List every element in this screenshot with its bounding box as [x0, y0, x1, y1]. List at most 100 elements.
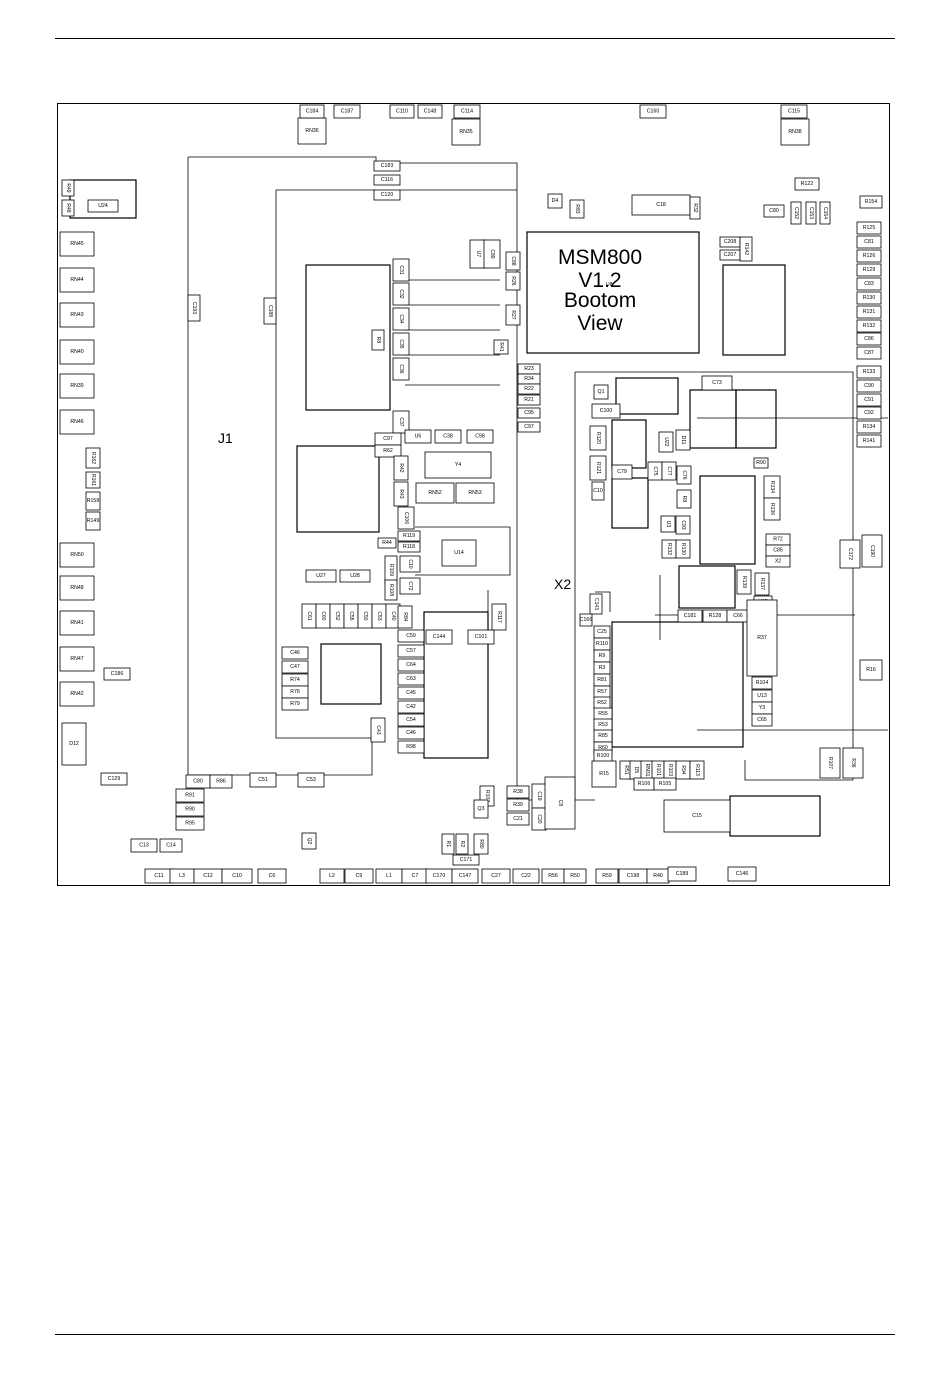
- component-label: U24: [98, 203, 108, 209]
- component-r50: R50: [563, 868, 587, 884]
- component-c13: C13: [130, 838, 158, 853]
- component-label: RN53: [468, 490, 481, 496]
- component-r105: R105: [653, 777, 677, 791]
- component-c172: C172: [839, 539, 861, 569]
- component-label: C77: [666, 466, 672, 475]
- component-label: Q3: [478, 806, 485, 812]
- component-r141: R141: [856, 434, 882, 448]
- component-r52: R52: [593, 696, 611, 710]
- component-label: R132: [666, 543, 672, 555]
- component-label: D4: [552, 198, 559, 204]
- component-label: R3: [599, 665, 606, 671]
- x2-inner: [595, 591, 611, 612]
- component-label: C170: [433, 873, 446, 879]
- component-label: RN39: [70, 383, 83, 389]
- x2-outline: [575, 371, 854, 780]
- component-label: R106: [638, 781, 651, 787]
- component-r118: R118: [397, 541, 421, 553]
- component-label: R110: [596, 641, 608, 647]
- component-c53: C53: [297, 772, 325, 788]
- component-r34: R34: [517, 373, 541, 385]
- component-r9: R9: [593, 649, 611, 663]
- component-r133: R133: [856, 365, 882, 379]
- component-label: C80: [769, 208, 779, 214]
- component-label: C85: [773, 548, 783, 554]
- component-c93: C93: [675, 515, 691, 535]
- component-r134: R134: [763, 475, 781, 499]
- component-label: Q1: [598, 389, 605, 395]
- component-c183: C183: [373, 160, 401, 172]
- component-c27: C27: [481, 868, 511, 884]
- component-q2: Q2: [301, 832, 317, 850]
- component-label: R72: [773, 537, 783, 543]
- component-label: C143: [593, 598, 599, 610]
- component-c91: C91: [856, 393, 882, 407]
- component-l1: L1: [375, 868, 403, 884]
- component-r8: R8: [371, 329, 385, 351]
- component-c42: C42: [397, 700, 425, 714]
- top-rule: [55, 38, 895, 39]
- component-label: R44: [382, 540, 392, 546]
- component-label: C183: [381, 163, 394, 169]
- title-line-3: Bootom View: [563, 289, 637, 335]
- component-label: C166: [580, 617, 593, 623]
- component-c143: C143: [589, 593, 603, 615]
- component-label: C32: [398, 289, 404, 298]
- component-label: R126: [863, 253, 876, 259]
- component-l2: L2: [319, 868, 345, 884]
- component-c10: C10: [221, 868, 253, 884]
- component-c110: C110: [389, 104, 415, 119]
- component-label: C89: [489, 249, 495, 258]
- component-label: C8: [557, 800, 563, 807]
- component-label: C90: [864, 383, 874, 389]
- component-label: U3: [665, 521, 671, 528]
- component-label: RN44: [70, 277, 83, 283]
- component-label: R133: [863, 369, 876, 375]
- component-r101: R101: [651, 760, 665, 780]
- component-u28: U28: [339, 569, 371, 583]
- component-label: C63: [406, 676, 416, 682]
- component-c193: C193: [187, 294, 201, 322]
- component-label: U14: [454, 550, 464, 556]
- chip-c24-outline: [729, 795, 821, 837]
- component-label: D5: [633, 767, 639, 774]
- component-rn35: RN35: [451, 118, 481, 146]
- component-c20: C20: [531, 807, 547, 831]
- component-label: C116: [381, 177, 393, 183]
- component-label: C73: [712, 380, 722, 386]
- component-label: R27: [510, 310, 516, 319]
- component-label: C146: [736, 871, 749, 877]
- component-r117: R117: [491, 603, 507, 631]
- component-c90: C90: [856, 379, 882, 393]
- component-r94: R94: [675, 760, 691, 780]
- component-r134: R134: [856, 420, 882, 434]
- component-label: R76: [290, 689, 300, 695]
- component-r137: R137: [754, 572, 770, 596]
- component-r136: R136: [763, 497, 781, 521]
- chip-u3: [611, 477, 649, 529]
- component-r80: R80: [473, 833, 489, 855]
- component-label: L1: [386, 873, 392, 879]
- component-label: C120: [381, 192, 394, 198]
- component-label: C37: [398, 417, 404, 426]
- component-c46: C46: [281, 646, 309, 660]
- board-title: MSM800 V1.2 Bootom View: [540, 246, 660, 335]
- component-label: C55: [348, 611, 354, 620]
- component-r49: R49: [61, 179, 75, 197]
- component-c114: C114: [453, 104, 481, 119]
- component-label: R57: [597, 689, 607, 695]
- component-c208: C208: [719, 236, 741, 248]
- component-c31: C31: [392, 258, 410, 282]
- component-c63: C63: [397, 672, 425, 686]
- component-label: C187: [341, 109, 354, 115]
- component-label: R1: [445, 841, 451, 848]
- connector-x2-label: X2: [554, 576, 572, 592]
- component-label: C154: [822, 207, 828, 219]
- component-label: C59: [406, 633, 416, 639]
- bottom-rule: [55, 1334, 895, 1335]
- component-c12: C12: [193, 868, 223, 884]
- component-label: C87: [864, 350, 874, 356]
- component-r125: R125: [856, 221, 882, 235]
- component-u13: U13: [751, 689, 773, 703]
- component-label: RN36: [305, 128, 318, 134]
